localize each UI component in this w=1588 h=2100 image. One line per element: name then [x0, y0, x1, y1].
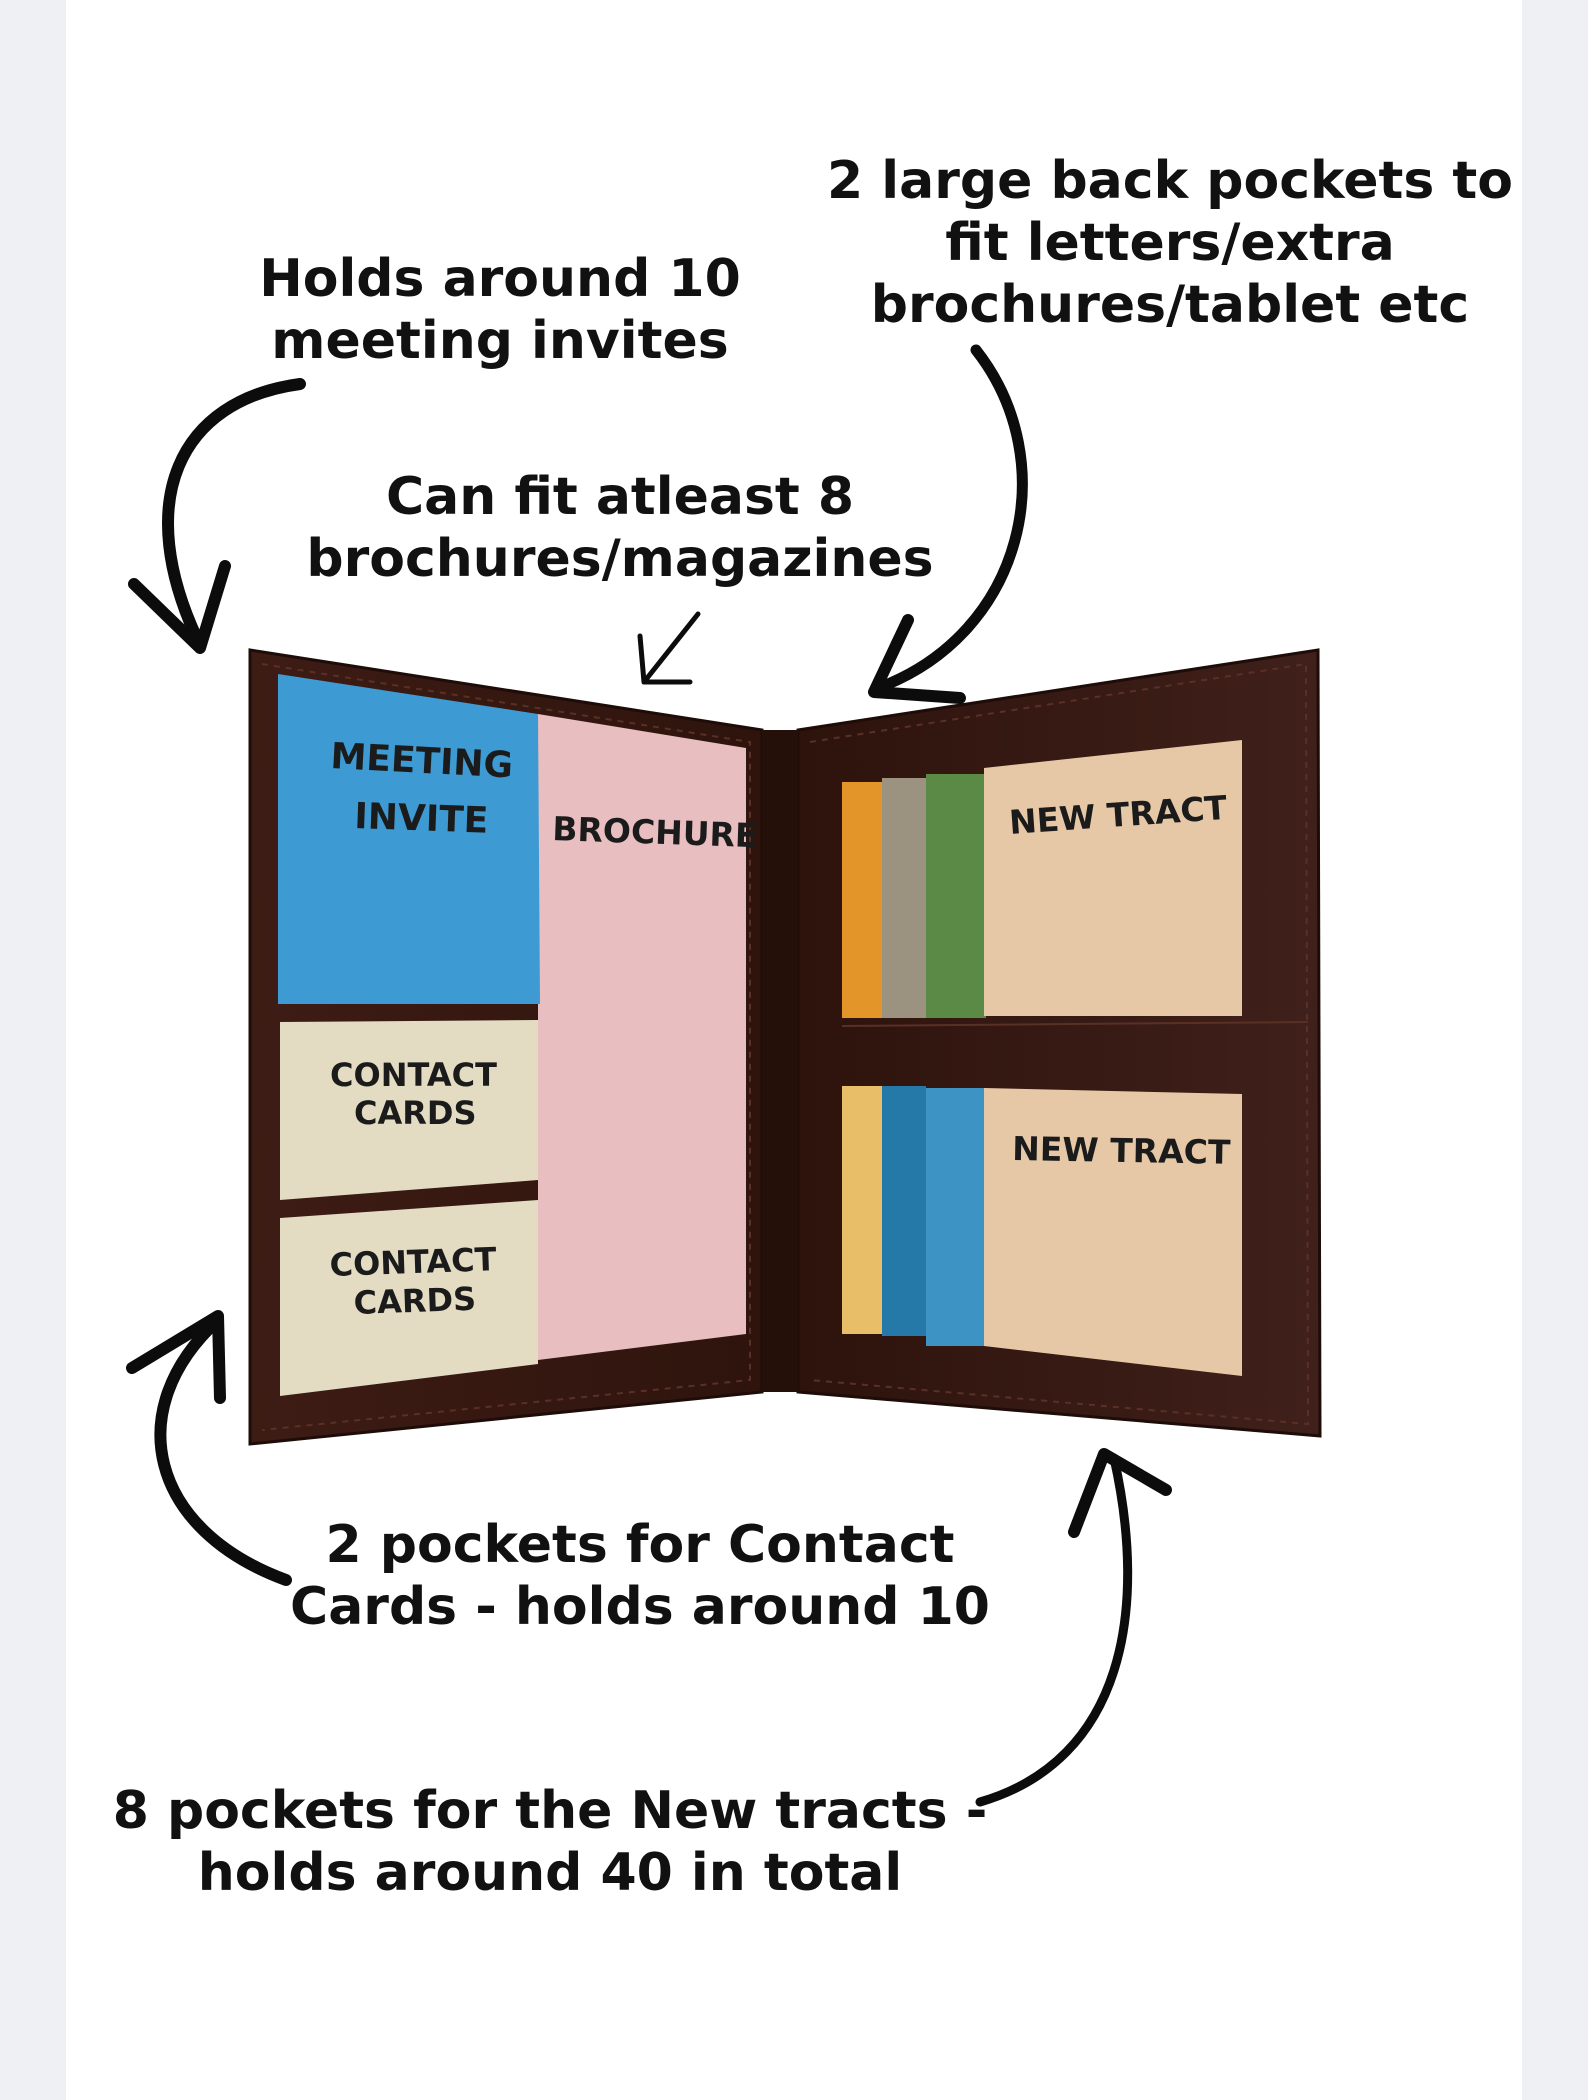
folder-right-stitching [809, 662, 1310, 1426]
meeting-invite-label-line-1: MEETING [330, 736, 515, 787]
brochure-card [538, 714, 746, 1360]
caption-new-tracts-line-2: holds around 40 in total [197, 1843, 903, 1903]
caption-contact-cards: 2 pockets for Contact Cards - holds arou… [260, 1514, 1020, 1638]
tract-tab-yellow-2 [842, 1086, 882, 1334]
caption-meeting-invites-line-2: meeting invites [271, 311, 729, 371]
right-pocket-divider [841, 1021, 1309, 1027]
new-tract-card-2 [984, 1088, 1242, 1376]
contact-cards-2-label-line-1: CONTACT [329, 1240, 497, 1284]
arrow-back-pockets-icon [872, 344, 1028, 694]
caption-contact-cards-line-2: Cards - holds around 10 [290, 1577, 990, 1637]
arrow-meeting-invites-head-icon [128, 560, 231, 654]
contact-cards-2-label-line-2: CARDS [353, 1280, 477, 1322]
caption-back-pockets-line-3: brochures/tablet etc [870, 275, 1470, 335]
tract-tab-grey-1 [882, 778, 926, 1018]
caption-meeting-invites-line-1: Holds around 10 [259, 249, 741, 309]
tract-tab-orange-1 [842, 782, 882, 1018]
arrow-new-tracts-icon [975, 1453, 1133, 1807]
arrow-contact-cards-icon [154, 1314, 292, 1586]
caption-back-pockets-line-1: 2 large back pockets to [827, 151, 1513, 211]
new-tract-card-1 [984, 740, 1242, 1016]
caption-new-tracts-line-1: 8 pockets for the New tracts - [112, 1781, 988, 1841]
arrow-new-tracts-head-icon [1068, 1448, 1172, 1538]
tract-tab-green-1 [926, 774, 986, 1018]
arrow-brochures-icon [637, 611, 701, 685]
meeting-invite-card [278, 674, 540, 1004]
tract-tab-blue-2 [882, 1086, 926, 1336]
caption-back-pockets: 2 large back pockets to fit letters/extr… [800, 150, 1540, 336]
contact-cards-pocket-1 [280, 1020, 538, 1200]
caption-brochures: Can fit atleast 8 brochures/magazines [280, 466, 960, 590]
arrow-back-pockets-head-icon [868, 614, 966, 704]
contact-cards-1-label-line-2: CARDS [354, 1094, 477, 1132]
caption-back-pockets-line-2: fit letters/extra [945, 213, 1395, 273]
new-tract-2-label: NEW TRACT [1012, 1129, 1231, 1172]
caption-brochures-line-1: Can fit atleast 8 [385, 467, 855, 527]
meeting-invite-label-line-2: INVITE [354, 796, 489, 842]
contact-cards-pocket-2 [280, 1200, 538, 1396]
caption-meeting-invites: Holds around 10 meeting invites [200, 248, 800, 372]
contact-cards-1-label-line-1: CONTACT [330, 1056, 497, 1094]
arrow-meeting-invites-icon [162, 378, 306, 651]
caption-contact-cards-line-1: 2 pockets for Contact [325, 1515, 955, 1575]
caption-brochures-line-2: brochures/magazines [306, 529, 934, 589]
caption-new-tracts: 8 pockets for the New tracts - holds aro… [110, 1780, 990, 1904]
folder-spine [762, 730, 798, 1392]
brochure-label: BROCHURE [552, 809, 758, 855]
tract-tab-lightblue-2 [926, 1088, 986, 1346]
arrow-contact-cards-head-icon [126, 1310, 226, 1404]
